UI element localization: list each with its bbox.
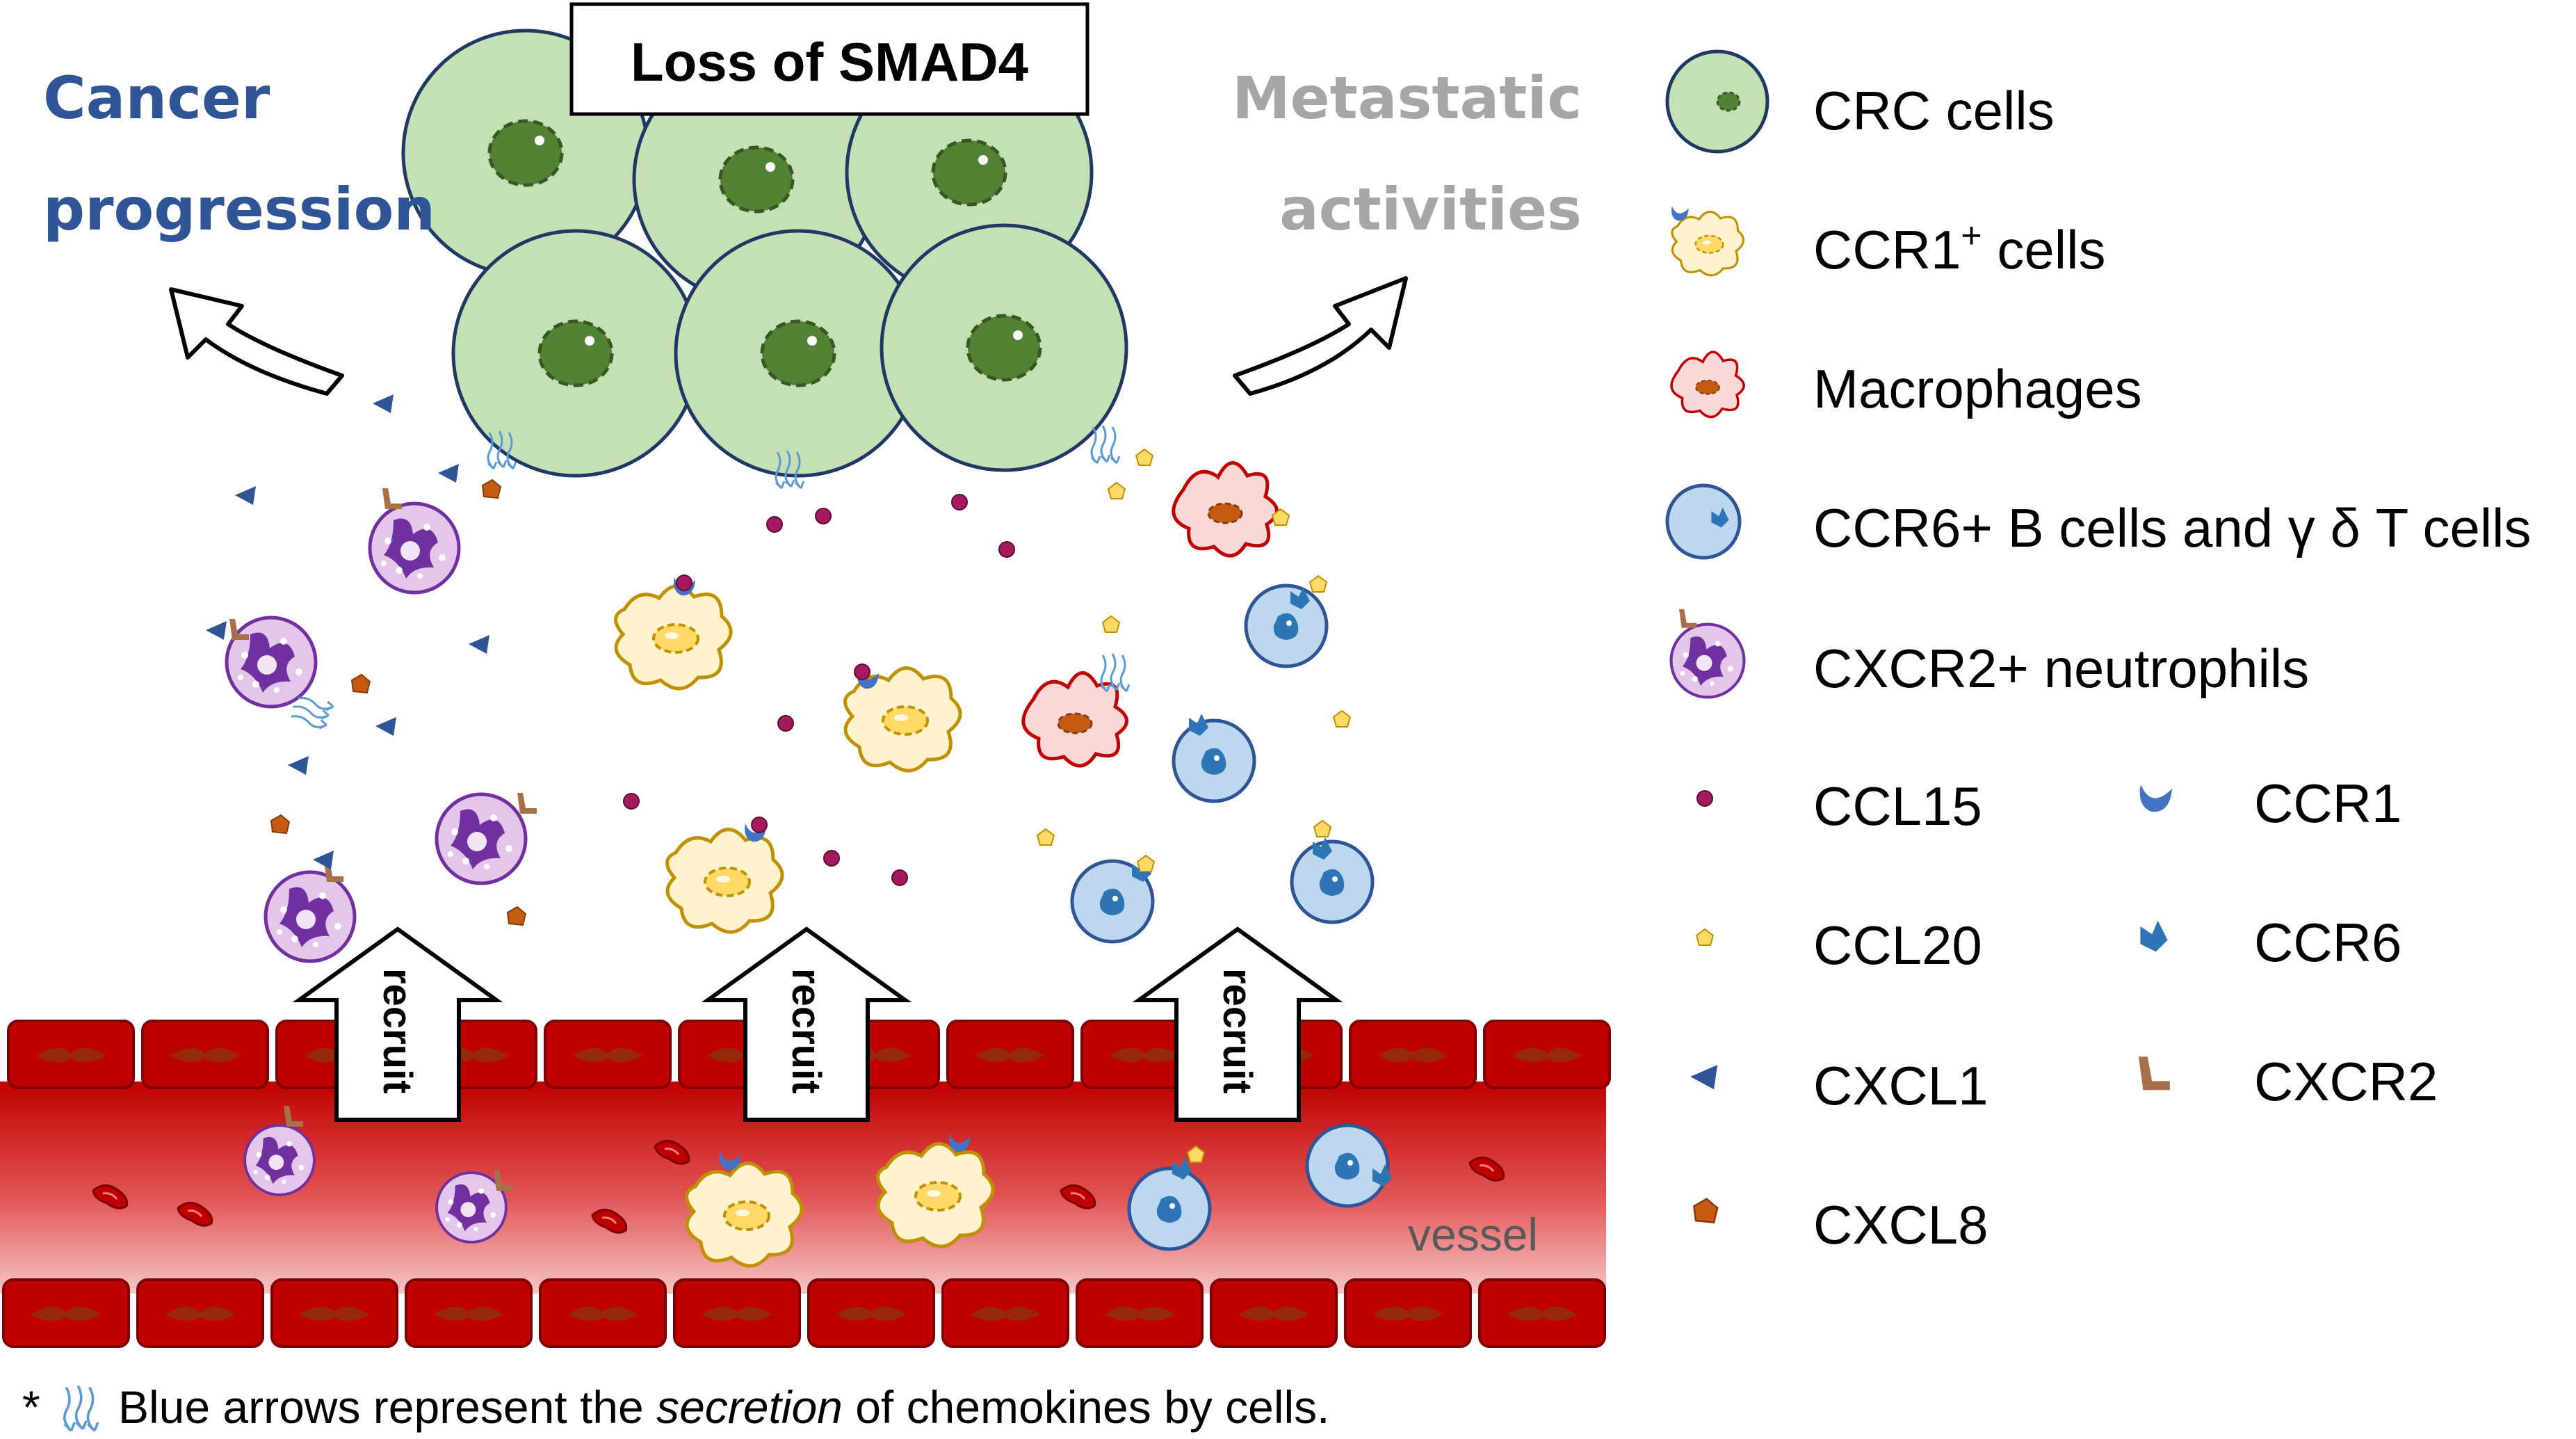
ccr1-icon: [2139, 785, 2172, 812]
metastatic-label-line1: Metastatic: [1232, 64, 1582, 132]
legend-label-ccl15: CCL15: [1813, 775, 1982, 837]
legend-label-neutrophils: CXCR2+ neutrophils: [1813, 638, 2309, 699]
metastatic-label-line2: activities: [1279, 175, 1582, 243]
metastatic-activities-label: Metastatic activities: [1232, 64, 1582, 243]
recruit-label-1: recruit: [375, 968, 420, 1094]
macrophages: [1023, 463, 1277, 766]
legend-label-ccl20: CCL20: [1813, 915, 1982, 976]
vessel-label: vessel: [1408, 1209, 1538, 1260]
footnote-star: *: [22, 1381, 40, 1433]
ccr1-positive-cells: [615, 574, 960, 932]
legend-label-ccr6: CCR6: [2254, 912, 2401, 973]
cancer-label-line2: progression: [43, 175, 435, 243]
legend-item-macrophages: Macrophages: [1670, 351, 2142, 419]
cxcl1-icon: [1690, 1065, 1718, 1090]
title: Loss of SMAD4: [631, 31, 1028, 93]
cxcr2-icon: [2139, 1056, 2170, 1091]
legend-item-cxcl8: CXCL8: [1693, 1194, 1988, 1255]
footnote: * Blue arrows represent the secretion of…: [22, 1381, 1330, 1433]
legend-item-ccr6: CCR6: [2140, 912, 2401, 973]
legend-label-cxcl1: CXCL1: [1813, 1055, 1988, 1116]
cancer-label-line1: Cancer: [43, 64, 270, 132]
legend-label-ccr1: CCR1: [2254, 773, 2401, 834]
ccr6-icon: [2140, 920, 2168, 952]
legend-item-neutrophils: CXCR2+ neutrophils: [1671, 609, 2309, 699]
recruit-arrow-1: recruit: [292, 926, 503, 1122]
legend: CRC cells CCR1+ cells Macrophages CCR6+ …: [1665, 49, 2532, 1255]
title-box: Loss of SMAD4: [569, 2, 1089, 116]
cancer-progression-label: Cancer progression: [43, 64, 435, 243]
ccl15-icon: [1696, 790, 1713, 807]
legend-item-ccl15: CCL15: [1696, 775, 1982, 837]
curved-arrow-right-icon: [1233, 276, 1408, 396]
ccl20-icon: [1696, 928, 1714, 946]
legend-label-cxcl8: CXCL8: [1813, 1194, 1988, 1255]
b-and-gd-t-cells: [1072, 586, 1372, 942]
secretion-arrow-icon: [63, 1384, 99, 1432]
legend-label-b-t-cells: CCR6+ B cells and γ δ T cells: [1813, 497, 2532, 558]
recruit-label-3: recruit: [1215, 968, 1260, 1094]
legend-label-ccr1-cells: CCR1+ cells: [1813, 216, 2105, 280]
legend-label-crc: CRC cells: [1813, 80, 2055, 141]
cxcl8-icon: [1693, 1198, 1719, 1223]
legend-label-macrophages: Macrophages: [1813, 358, 2142, 419]
crc-tumor-cluster: Loss of SMAD4: [403, 2, 1126, 490]
ccr1-cell-icon: [1671, 206, 1745, 277]
b-t-cell-icon: [1665, 483, 1742, 560]
legend-label-cxcr2: CXCR2: [2254, 1051, 2438, 1112]
curved-arrow-left-icon: [169, 287, 344, 396]
legend-item-cxcr2: CXCR2: [2139, 1051, 2438, 1112]
crc-cell-icon: [1665, 49, 1769, 154]
legend-item-ccr1: CCR1: [2139, 773, 2401, 834]
recruit-arrow-3: recruit: [1132, 926, 1343, 1122]
neutrophil-icon: [1671, 609, 1744, 698]
legend-item-cxcl1: CXCL1: [1690, 1055, 1988, 1116]
legend-item-ccr1-cells: CCR1+ cells: [1671, 206, 2105, 280]
recruit-label-2: recruit: [784, 968, 829, 1094]
macrophage-icon: [1670, 351, 1745, 419]
legend-item-crc: CRC cells: [1665, 49, 2055, 154]
legend-item-ccl20: CCL20: [1696, 915, 1982, 976]
footnote-text: Blue arrows represent the secretion of c…: [118, 1381, 1330, 1433]
legend-item-b-t-cells: CCR6+ B cells and γ δ T cells: [1665, 483, 2532, 560]
recruit-arrow-2: recruit: [701, 926, 912, 1122]
